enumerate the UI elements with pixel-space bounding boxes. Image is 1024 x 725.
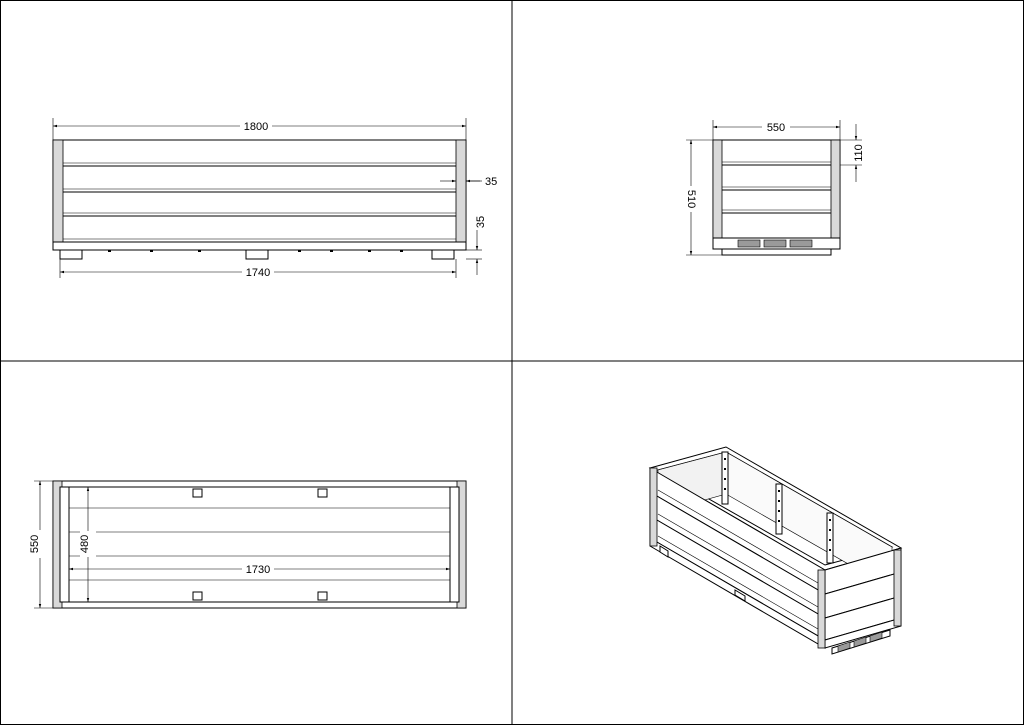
dim-front-foot-35: 35 <box>475 216 487 228</box>
dim-side-height-510: 510 <box>685 190 697 208</box>
dim-front-length-1800: 1800 <box>244 121 268 133</box>
dim-top-outer-550: 550 <box>29 535 41 553</box>
interior-posts <box>721 451 834 564</box>
dim-side-board-110: 110 <box>853 144 865 162</box>
dim-top-inner-1730: 1730 <box>246 564 270 576</box>
side-view: 550 510 110 <box>684 119 865 256</box>
dim-side-width-550: 550 <box>767 122 785 134</box>
top-view: 550 480 1730 <box>29 480 467 609</box>
dim-top-inner-480: 480 <box>79 535 91 553</box>
dim-front-inset-35: 35 <box>485 176 497 188</box>
dim-front-length-1740: 1740 <box>246 267 270 279</box>
end-face <box>817 547 902 655</box>
front-view: 1800 35 35 <box>52 118 497 279</box>
isometric-view <box>648 446 903 655</box>
